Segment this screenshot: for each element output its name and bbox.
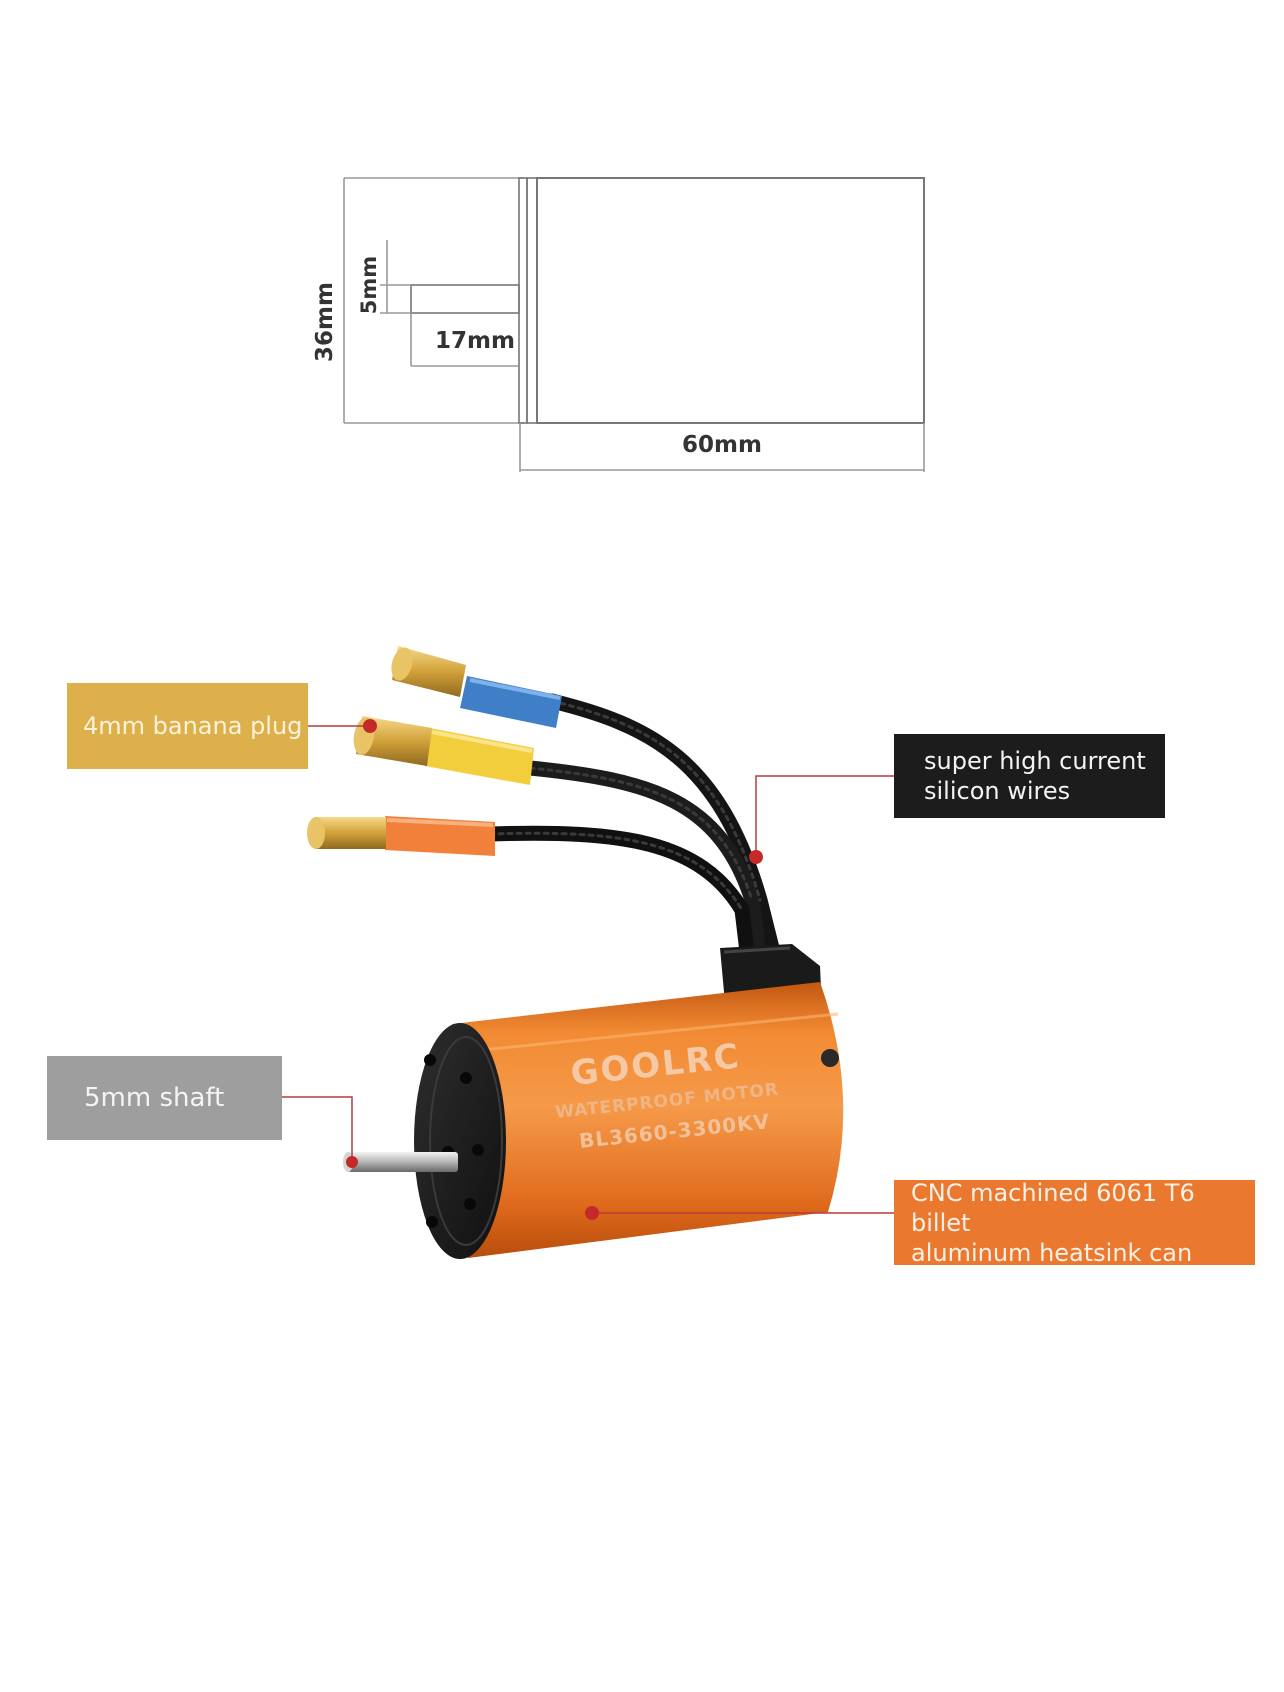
motor-can	[452, 982, 844, 1258]
banana-plug-blue	[391, 646, 562, 728]
motor-shaft	[343, 1152, 458, 1172]
banana-plug-orange	[307, 816, 495, 856]
callout-silicon-wires: super high current silicon wires	[894, 734, 1165, 818]
callout-shaft: 5mm shaft	[47, 1056, 282, 1140]
leader-lines	[282, 725, 894, 1214]
body-length-label: 60mm	[682, 432, 762, 458]
silicon-wires	[482, 693, 783, 968]
height-dimension-label: 36mm	[312, 282, 338, 362]
shaft-length-label: 17mm	[435, 328, 515, 354]
shaft-diameter-label: 5mm	[357, 256, 381, 314]
leader-dots	[346, 719, 763, 1220]
dimension-drawing	[343, 177, 925, 472]
banana-plug-yellow	[353, 716, 534, 785]
motor-illustration: GOOLRC WATERPROOF MOTOR BL3660-3300KV	[307, 646, 844, 1259]
callout-banana-plug: 4mm banana plug	[67, 683, 308, 769]
screw-icon	[821, 1049, 839, 1067]
callout-heatsink-can: CNC machined 6061 T6 billet aluminum hea…	[894, 1179, 1255, 1267]
mounting-holes	[424, 1054, 484, 1228]
